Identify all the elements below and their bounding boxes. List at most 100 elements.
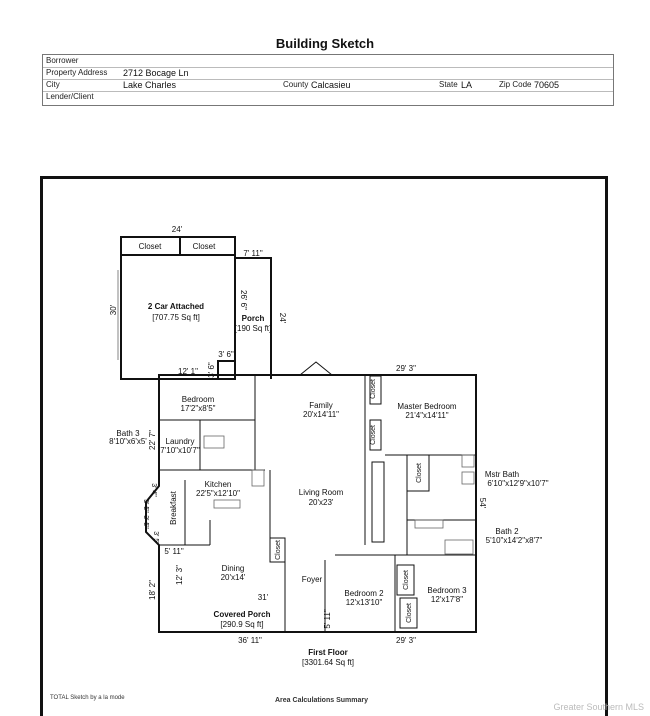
dim-31: 31' xyxy=(258,593,269,602)
porch-labels: 7' 11" 26' 6" 24' Porch [190 Sq ft] xyxy=(235,249,287,333)
lender-row: Lender/Client xyxy=(43,91,613,103)
bath2-tub xyxy=(444,539,474,555)
area-summary-title: Area Calculations Summary xyxy=(275,697,368,704)
porch-right-dim: 24' xyxy=(278,313,287,324)
first-floor-area: [3301.64 Sq ft] xyxy=(302,658,354,667)
kitchen-dim: 22'5"x12'10" xyxy=(196,489,240,498)
borrower-row: Borrower xyxy=(43,55,613,68)
master-closet-2 xyxy=(369,419,382,451)
zip-label: Zip Code xyxy=(499,80,532,89)
garage-name: 2 Car Attached xyxy=(148,302,204,311)
state-value: LA xyxy=(461,80,473,90)
dim-right-54: 54' xyxy=(478,498,487,509)
dining-closet-label: Closet xyxy=(275,540,282,560)
bedroom2-closet-label: Closet xyxy=(403,570,410,590)
dim-bay-d: 3' 5" xyxy=(152,531,159,545)
zip-value: 70605 xyxy=(534,80,560,90)
garage-step-a: 3' 6" xyxy=(218,350,234,359)
fireplace-shelf xyxy=(371,461,385,543)
garage-outline xyxy=(120,236,236,380)
breakfast-label: Breakfast xyxy=(169,490,178,525)
city-row: City Lake Charles County Calcasieu State… xyxy=(43,79,613,92)
address-row: Property Address 2712 Bocage Ln xyxy=(43,67,613,80)
bath2-label: Bath 2 xyxy=(495,527,519,536)
borrower-label: Borrower xyxy=(46,56,79,65)
laundry-dim: 7'10"x10'7" xyxy=(160,446,200,455)
dim-left-227: 22' 7" xyxy=(148,430,157,450)
mstr-sink-2 xyxy=(461,471,475,485)
dim-bay-a: 3' 4" xyxy=(150,483,157,497)
bath3-dim: 8'10"x6'x5' xyxy=(109,437,147,446)
master-closet-1-label: Closet xyxy=(370,379,377,399)
laundry-fixture xyxy=(203,435,225,449)
family-dim: 20'x14'11" xyxy=(303,410,339,419)
bedroom3-label: Bedroom 3 xyxy=(427,586,467,595)
dim-bottom-left: 36' 11" xyxy=(238,636,262,645)
garage-closet-a: Closet xyxy=(139,242,162,251)
mls-watermark: Greater Southern MLS xyxy=(553,702,644,712)
bedroom3-closet xyxy=(399,597,418,629)
garage-area: [707.75 Sq ft] xyxy=(152,313,200,322)
bath2-dim: 5'10"x14'2"x8'7" xyxy=(486,536,543,545)
dining-dim: 20'x14' xyxy=(221,573,246,582)
foyer-label: Foyer xyxy=(302,575,323,584)
dim-123: 12' 3" xyxy=(175,565,184,585)
dim-182: 18' 2" xyxy=(148,580,157,600)
walls xyxy=(120,236,477,633)
garage-labels: 24' Closet Closet 30' 2 Car Attached [70… xyxy=(109,225,234,378)
porch-name: Porch xyxy=(242,314,265,323)
room-labels: Bedroom 17'2"x8'5" Bath 3 8'10"x6'x5' La… xyxy=(109,379,549,623)
bedroom3-closet-label: Closet xyxy=(406,603,413,623)
fixtures xyxy=(117,270,475,555)
garage-step xyxy=(217,360,236,380)
county-value: Calcasieu xyxy=(311,80,351,90)
bedroom2-label: Bedroom 2 xyxy=(344,589,384,598)
kitchen-appliance xyxy=(251,469,265,487)
software-credit: TOTAL Sketch by a la mode xyxy=(50,695,125,701)
area-labels: Covered Porch [290.9 Sq ft] First Floor … xyxy=(214,610,354,667)
family-label: Family xyxy=(309,401,333,410)
porch-area: [190 Sq ft] xyxy=(235,324,271,333)
master-closet-2-label: Closet xyxy=(370,425,377,445)
mstrbath-label: Mstr Bath xyxy=(485,470,519,479)
bath3-label: Bath 3 xyxy=(116,429,140,438)
garage-depth: 30' xyxy=(109,304,118,315)
address-label: Property Address xyxy=(46,68,108,77)
garage-bottom-dim: 12' 1" xyxy=(178,367,198,376)
dim-bottom-right: 29' 3" xyxy=(396,636,416,645)
laundry-label: Laundry xyxy=(166,437,195,446)
porch-left-dim: 26' 6" xyxy=(239,290,248,310)
dim-511b: 5' 11" xyxy=(323,609,332,629)
kitchen-counter xyxy=(213,499,241,509)
bedroom3-dim: 12'x17'8" xyxy=(431,595,463,604)
bedroom-label: Bedroom xyxy=(182,395,215,404)
porch-top-dim: 7' 11" xyxy=(243,249,263,258)
garage-width: 24' xyxy=(172,225,183,234)
property-info-form: Borrower Property Address 2712 Bocage Ln… xyxy=(42,54,614,106)
dining-label: Dining xyxy=(222,564,245,573)
bedroom2-dim: 12'x13'10" xyxy=(346,598,383,607)
dim-bay-b: 3' 5" xyxy=(142,499,149,513)
mstr-sink xyxy=(461,454,475,468)
garage-step-b: 3' 6" xyxy=(207,362,216,378)
county-label: County xyxy=(283,80,309,89)
bath2-vanity xyxy=(414,519,444,529)
state-label: State xyxy=(439,80,458,89)
dim-bay-c: 3' 5" xyxy=(142,515,149,529)
living-label: Living Room xyxy=(299,488,344,497)
master-label: Master Bedroom xyxy=(397,402,456,411)
address-value: 2712 Bocage Ln xyxy=(123,68,189,78)
master-dim: 21'4"x14'11" xyxy=(405,411,448,420)
master-closet-1 xyxy=(369,375,382,405)
kitchen-label: Kitchen xyxy=(205,480,232,489)
lender-label: Lender/Client xyxy=(46,92,94,101)
page-title: Building Sketch xyxy=(275,36,375,51)
bedroom2-closet xyxy=(396,564,415,596)
city-label: City xyxy=(46,80,60,89)
city-value: Lake Charles xyxy=(123,80,177,90)
covered-porch-name: Covered Porch xyxy=(214,610,271,619)
dining-closet xyxy=(269,537,286,563)
garage-closet-b: Closet xyxy=(193,242,216,251)
dim-top-right: 29' 3" xyxy=(396,364,416,373)
